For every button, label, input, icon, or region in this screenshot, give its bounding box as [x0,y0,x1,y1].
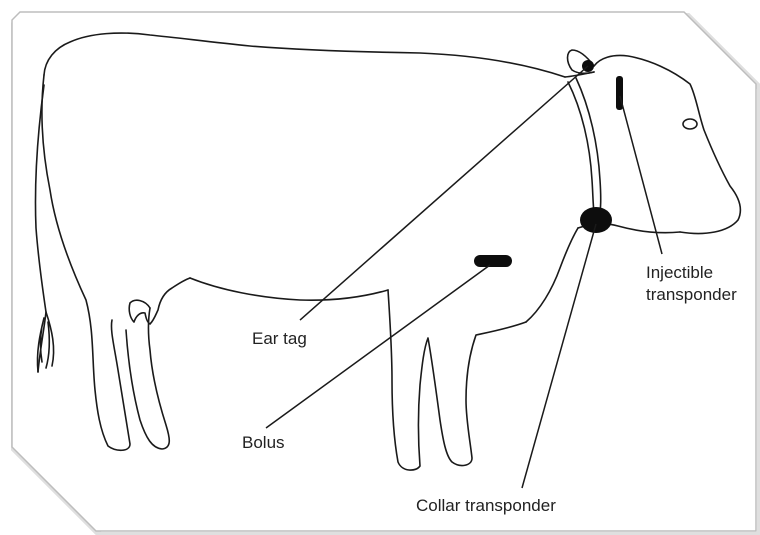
injectable-transponder-label-line2: transponder [646,285,737,304]
collar-transponder-label: Collar transponder [416,496,556,515]
collar-transponder-marker [580,207,612,233]
bolus-marker [474,255,512,267]
bolus-label: Bolus [242,433,285,452]
ear-tag-label: Ear tag [252,329,307,348]
injectable-transponder-label-line1: Injectible [646,263,713,282]
